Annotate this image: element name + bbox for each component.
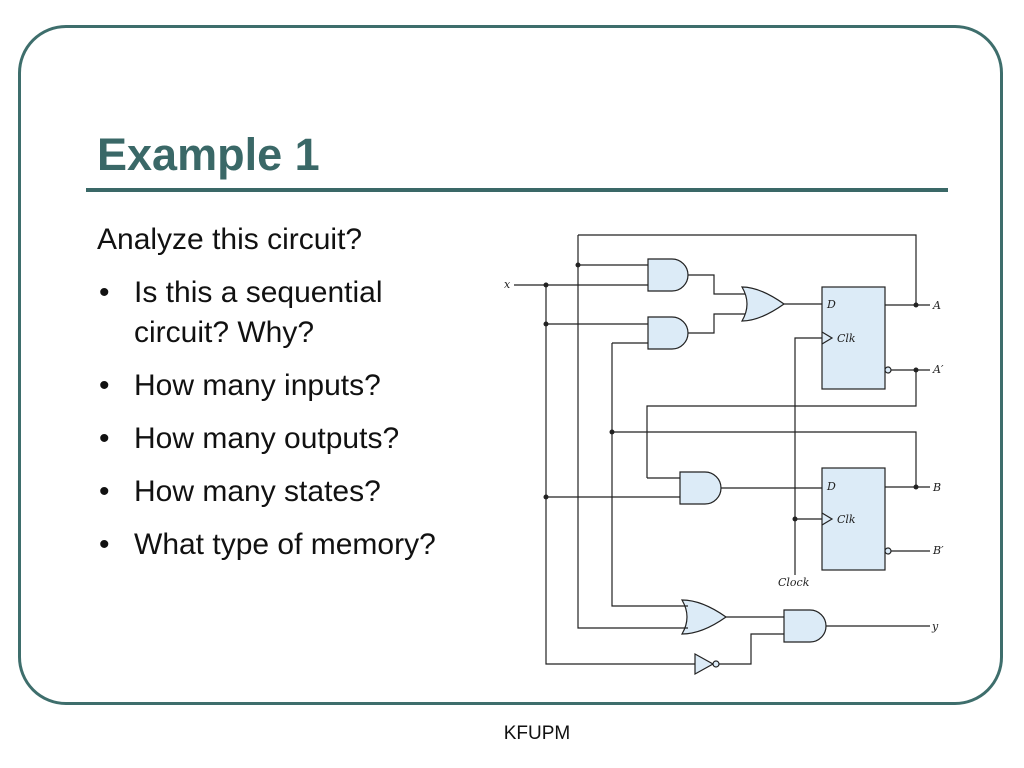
or-gate-2 bbox=[680, 599, 728, 635]
bullet-icon: • bbox=[99, 422, 110, 455]
slide-frame bbox=[18, 25, 1003, 705]
circuit-diagram: x D Clk A A′ D Clk B B′ Clock y bbox=[504, 234, 944, 676]
output-b-prime-label: B′ bbox=[932, 544, 944, 557]
not-gate-bubble bbox=[712, 660, 720, 668]
question-text: How many states? bbox=[134, 475, 381, 508]
question-list: • Is this a sequential circuit? Why? • How… bbox=[97, 273, 477, 565]
input-x-label: x bbox=[504, 278, 511, 291]
question-item: • How many inputs? bbox=[97, 366, 477, 406]
question-item: • Is this a sequential circuit? Why? bbox=[97, 273, 477, 353]
slide-body: Analyze this circuit? • Is this a sequent… bbox=[97, 220, 477, 578]
output-b-label: B bbox=[932, 481, 941, 494]
bullet-icon: • bbox=[99, 369, 110, 402]
title-divider bbox=[86, 188, 948, 192]
junction-dots bbox=[543, 262, 919, 522]
question-text: How many outputs? bbox=[134, 422, 400, 455]
clock-label: Clock bbox=[778, 576, 810, 589]
question-text: How many inputs? bbox=[134, 369, 381, 402]
ff-b-qbar-bubble bbox=[884, 547, 892, 555]
question-text: What type of memory? bbox=[134, 528, 436, 561]
ff-a-qbar-bubble bbox=[884, 366, 892, 374]
or-gate-1 bbox=[740, 286, 786, 322]
wires bbox=[514, 234, 930, 665]
clk-a-triangle-icon bbox=[821, 331, 834, 345]
bullet-icon: • bbox=[99, 475, 110, 508]
and-gate-1 bbox=[647, 258, 689, 292]
and-gate-2 bbox=[647, 316, 689, 350]
question-item: • How many states? bbox=[97, 472, 477, 512]
question-item: • What type of memory? bbox=[97, 525, 477, 565]
and-gate-4 bbox=[783, 609, 827, 643]
footer-text: KFUPM bbox=[503, 723, 571, 744]
ff-b-clk-label: Clk bbox=[837, 513, 856, 526]
clk-b-triangle-icon bbox=[821, 512, 834, 526]
bullet-icon: • bbox=[99, 276, 110, 309]
output-a-label: A bbox=[932, 299, 941, 312]
intro-text: Analyze this circuit? bbox=[97, 223, 363, 256]
question-text: Is this a sequential circuit? Why? bbox=[134, 276, 383, 349]
and-gate-3 bbox=[679, 471, 722, 505]
output-a-prime-label: A′ bbox=[932, 363, 944, 376]
output-y-label: y bbox=[931, 620, 939, 633]
question-item: • How many outputs? bbox=[97, 419, 477, 459]
ff-b-d-label: D bbox=[826, 480, 836, 493]
not-gate bbox=[694, 652, 715, 676]
ff-a-d-label: D bbox=[826, 298, 836, 311]
bullet-icon: • bbox=[99, 528, 110, 561]
slide-title: Example 1 bbox=[97, 129, 320, 180]
ff-a-clk-label: Clk bbox=[837, 332, 856, 345]
